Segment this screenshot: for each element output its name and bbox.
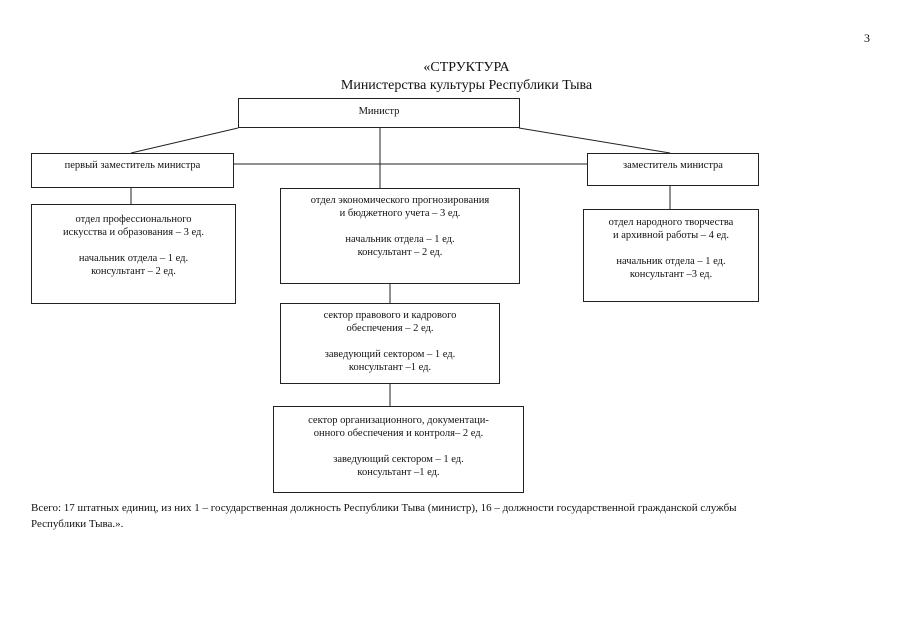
minister-label: Министр bbox=[358, 106, 400, 117]
sector-legal-staff-1: заведующий сектором – 1 ед. bbox=[324, 349, 456, 360]
dept-economic-name-1: отдел экономического прогнозирования bbox=[310, 195, 490, 206]
dept-folk-art-staff-2: консультант –3 ед. bbox=[629, 269, 713, 280]
dept-professional-art-name-2: искусства и образования – 3 ед. bbox=[63, 227, 204, 238]
deputy-box: заместитель министра bbox=[587, 153, 759, 186]
sector-org-name-2: онного обеспечения и контроля– 2 ед. bbox=[313, 428, 484, 439]
dept-professional-art-staff-1: начальник отдела – 1 ед. bbox=[78, 253, 189, 264]
dept-economic-staff-1: начальник отдела – 1 ед. bbox=[345, 234, 455, 245]
dept-folk-art-name-2: и архивной работы – 4 ед. bbox=[613, 230, 729, 241]
sector-legal-name-2: обеспечения – 2 ед. bbox=[346, 323, 434, 334]
dept-professional-art-box: отдел профессионального искусства и обра… bbox=[31, 204, 236, 304]
dept-folk-art-staff-1: начальник отдела – 1 ед. bbox=[616, 256, 726, 267]
staff-summary-line-2: Республики Тыва.». bbox=[31, 518, 124, 530]
sector-org-box: сектор организационного, документаци- он… bbox=[273, 406, 524, 493]
sector-org-staff-2: консультант –1 ед. bbox=[357, 467, 440, 478]
document-title: «СТРУКТУРА bbox=[423, 60, 510, 75]
staff-summary: Всего: 17 штатных единиц, из них 1 – гос… bbox=[31, 500, 871, 532]
minister-box: Министр bbox=[238, 98, 520, 128]
sector-org-staff-1: заведующий сектором – 1 ед. bbox=[333, 454, 464, 465]
deputy-label: заместитель министра bbox=[623, 160, 723, 171]
dept-professional-art-name-1: отдел профессионального bbox=[75, 214, 192, 225]
page-number: 3 bbox=[864, 31, 870, 45]
sector-org-name-1: сектор организационного, документаци- bbox=[308, 415, 489, 426]
dept-folk-art-name-1: отдел народного творчества bbox=[608, 217, 734, 228]
first-deputy-label: первый заместитель министра bbox=[64, 160, 201, 171]
sector-legal-name-1: сектор правового и кадрового bbox=[323, 310, 457, 321]
first-deputy-box: первый заместитель министра bbox=[31, 153, 234, 188]
sector-legal-box: сектор правового и кадрового обеспечения… bbox=[280, 303, 500, 384]
dept-folk-art-box: отдел народного творчества и архивной ра… bbox=[583, 209, 759, 302]
document-subtitle: Министерства культуры Республики Тыва bbox=[340, 78, 593, 93]
dept-economic-staff-2: консультант – 2 ед. bbox=[357, 247, 443, 258]
dept-professional-art-staff-2: консультант – 2 ед. bbox=[91, 266, 176, 277]
dept-economic-box: отдел экономического прогнозирования и б… bbox=[280, 188, 520, 284]
staff-summary-line-1: Всего: 17 штатных единиц, из них 1 – гос… bbox=[31, 502, 737, 514]
dept-economic-name-2: и бюджетного учета – 3 ед. bbox=[339, 208, 461, 219]
sector-legal-staff-2: консультант –1 ед. bbox=[348, 362, 432, 373]
